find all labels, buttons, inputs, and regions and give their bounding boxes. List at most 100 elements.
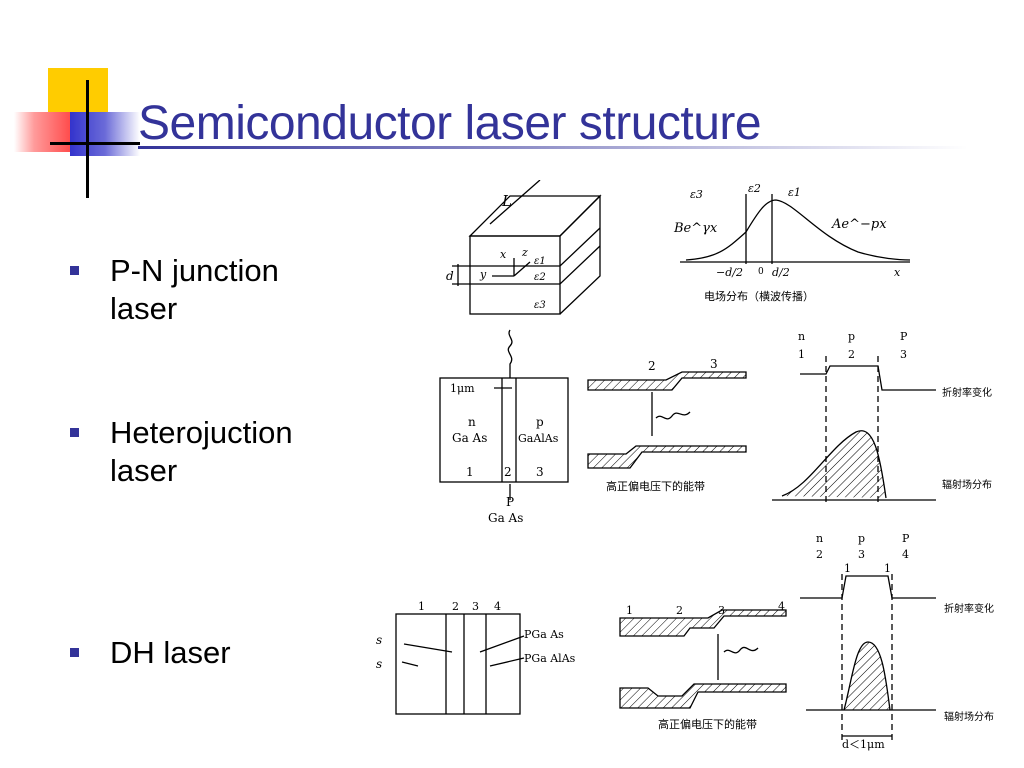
- region-3-label: 3: [858, 548, 865, 561]
- field-distribution-label: 辐射场分布: [942, 478, 992, 491]
- region-3-label: 3: [536, 465, 544, 479]
- bullet-marker: [70, 266, 79, 275]
- region-2-label: 2: [848, 348, 855, 361]
- conduction-band: [587, 371, 747, 391]
- eps2-label: ε2: [534, 272, 546, 283]
- thickness-marker: [452, 264, 470, 286]
- pgaas-label: PGa As: [524, 628, 564, 641]
- region-1-label: 1: [466, 465, 474, 479]
- length-arrow: [489, 180, 541, 225]
- n-label: n: [798, 330, 805, 343]
- region-2-label: 2: [816, 548, 823, 561]
- gaas-bottom-label: Ga As: [488, 511, 523, 525]
- axes: [492, 258, 531, 277]
- dh-profile-figure: n p P 2 3 4 1 1 折射率变化 辐射场分布 d＜1μm: [800, 532, 994, 751]
- step-label-1b: 1: [884, 562, 891, 575]
- index-profile: [800, 575, 936, 599]
- left-equation: Be^γx: [673, 221, 718, 236]
- dh-band-figure: 1 2 3 4 高正偏电压下的能带: [619, 600, 787, 731]
- p-label: p: [536, 415, 544, 429]
- eps2-label: ε2: [748, 182, 761, 195]
- pointer-pgaas: [479, 635, 525, 653]
- field-distribution-figure: ε3 ε2 ε1 Be^γx Ae^−px −d/2 0 d/2 x 电场分布（…: [673, 182, 911, 303]
- layer-line-lower: [470, 245, 601, 285]
- slab-front: [469, 235, 561, 315]
- thickness-label: 1μm: [450, 382, 475, 395]
- layer-2-label: 2: [452, 600, 459, 613]
- field-distribution-label: 辐射场分布: [944, 710, 994, 723]
- emission-wave: [655, 411, 691, 420]
- band-caption: 高正偏电压下的能带: [606, 479, 705, 493]
- slide-title: Semiconductor laser structure: [138, 97, 762, 150]
- bullet-marker: [70, 428, 79, 437]
- region-4-label: 4: [902, 548, 909, 561]
- dh-layers-figure: 1 2 3 4 s s PGa As PGa AlAs: [376, 600, 576, 715]
- band-caption: 高正偏电压下的能带: [658, 717, 757, 731]
- field-profile: [781, 430, 887, 499]
- band-label-3: 3: [718, 604, 725, 617]
- heterojunction-band-figure: 2 3 高正偏电压下的能带: [587, 357, 747, 493]
- index-profile: [800, 365, 936, 391]
- eps1-label: ε1: [534, 256, 546, 267]
- band-label-4: 4: [778, 600, 785, 613]
- device-box: [395, 613, 521, 715]
- field-curve: [685, 199, 911, 261]
- p-label: p: [858, 532, 865, 545]
- slab-side: [559, 194, 601, 315]
- region-2-label: 2: [504, 465, 512, 479]
- band-label-2: 2: [676, 604, 683, 617]
- P-label: P: [902, 532, 910, 545]
- valence-band: [619, 683, 787, 709]
- layer-4-label: 4: [494, 600, 501, 613]
- minus-half-d-label: −d/2: [716, 266, 743, 279]
- bullet-dh-laser: DH laser: [70, 634, 360, 674]
- emission-wave: [723, 646, 759, 654]
- width-label: d＜1μm: [842, 738, 885, 751]
- z-axis-label: z: [521, 246, 528, 259]
- region-3-label: 3: [900, 348, 907, 361]
- eps3-label: ε3: [690, 188, 703, 201]
- bullet-line-1: Heterojuction: [110, 415, 293, 450]
- bullet-line-2: laser: [110, 453, 178, 488]
- s-label-1: s: [376, 633, 382, 647]
- gaalas-label: GaAlAs: [518, 432, 559, 445]
- band-label-2: 2: [648, 359, 656, 373]
- gaas-label: Ga As: [452, 431, 487, 445]
- p-bottom-label: P: [506, 495, 514, 509]
- vertical-line: [86, 80, 89, 198]
- bullet-line-1: DH laser: [110, 635, 231, 670]
- title-decoration: [0, 60, 140, 200]
- n-label: n: [468, 415, 476, 429]
- field-profile: [843, 641, 891, 711]
- bullet-line-2: laser: [110, 291, 178, 326]
- layer-1-label: 1: [418, 600, 425, 613]
- bullet-marker: [70, 648, 79, 657]
- valence-band: [587, 445, 747, 469]
- heterojunction-profile-figure: n p P 1 2 3 折射率变化 辐射场分布: [772, 330, 992, 502]
- x-axis-label: x: [500, 248, 507, 261]
- half-d-label: d/2: [772, 266, 790, 279]
- bullet-line-1: P-N junction: [110, 253, 279, 288]
- band-label-1: 1: [626, 604, 633, 617]
- pointer-pgaalas: [489, 657, 525, 667]
- index-change-label: 折射率变化: [942, 386, 992, 399]
- n-label: n: [816, 532, 823, 545]
- blue-bar: [70, 112, 140, 156]
- band-label-3: 3: [710, 357, 718, 371]
- s-label-2: s: [376, 657, 382, 671]
- title-underline: [138, 146, 968, 149]
- origin-label: 0: [758, 267, 764, 277]
- p-label: p: [848, 330, 855, 343]
- thickness-label: d: [446, 269, 454, 283]
- heterojunction-device-figure: 1μm n Ga As p GaAlAs 1 2 3 P Ga As: [439, 329, 569, 525]
- P-label: P: [900, 330, 908, 343]
- photon-wave: [507, 329, 513, 378]
- region-1-label: 1: [798, 348, 805, 361]
- step-label-1a: 1: [844, 562, 851, 575]
- pgaalas-label: PGa AlAs: [524, 652, 576, 665]
- eps3-label: ε3: [534, 300, 546, 311]
- slab-waveguide-figure: L d x y z ε1 ε2 ε3: [446, 180, 602, 315]
- pointer-s1: [403, 643, 453, 653]
